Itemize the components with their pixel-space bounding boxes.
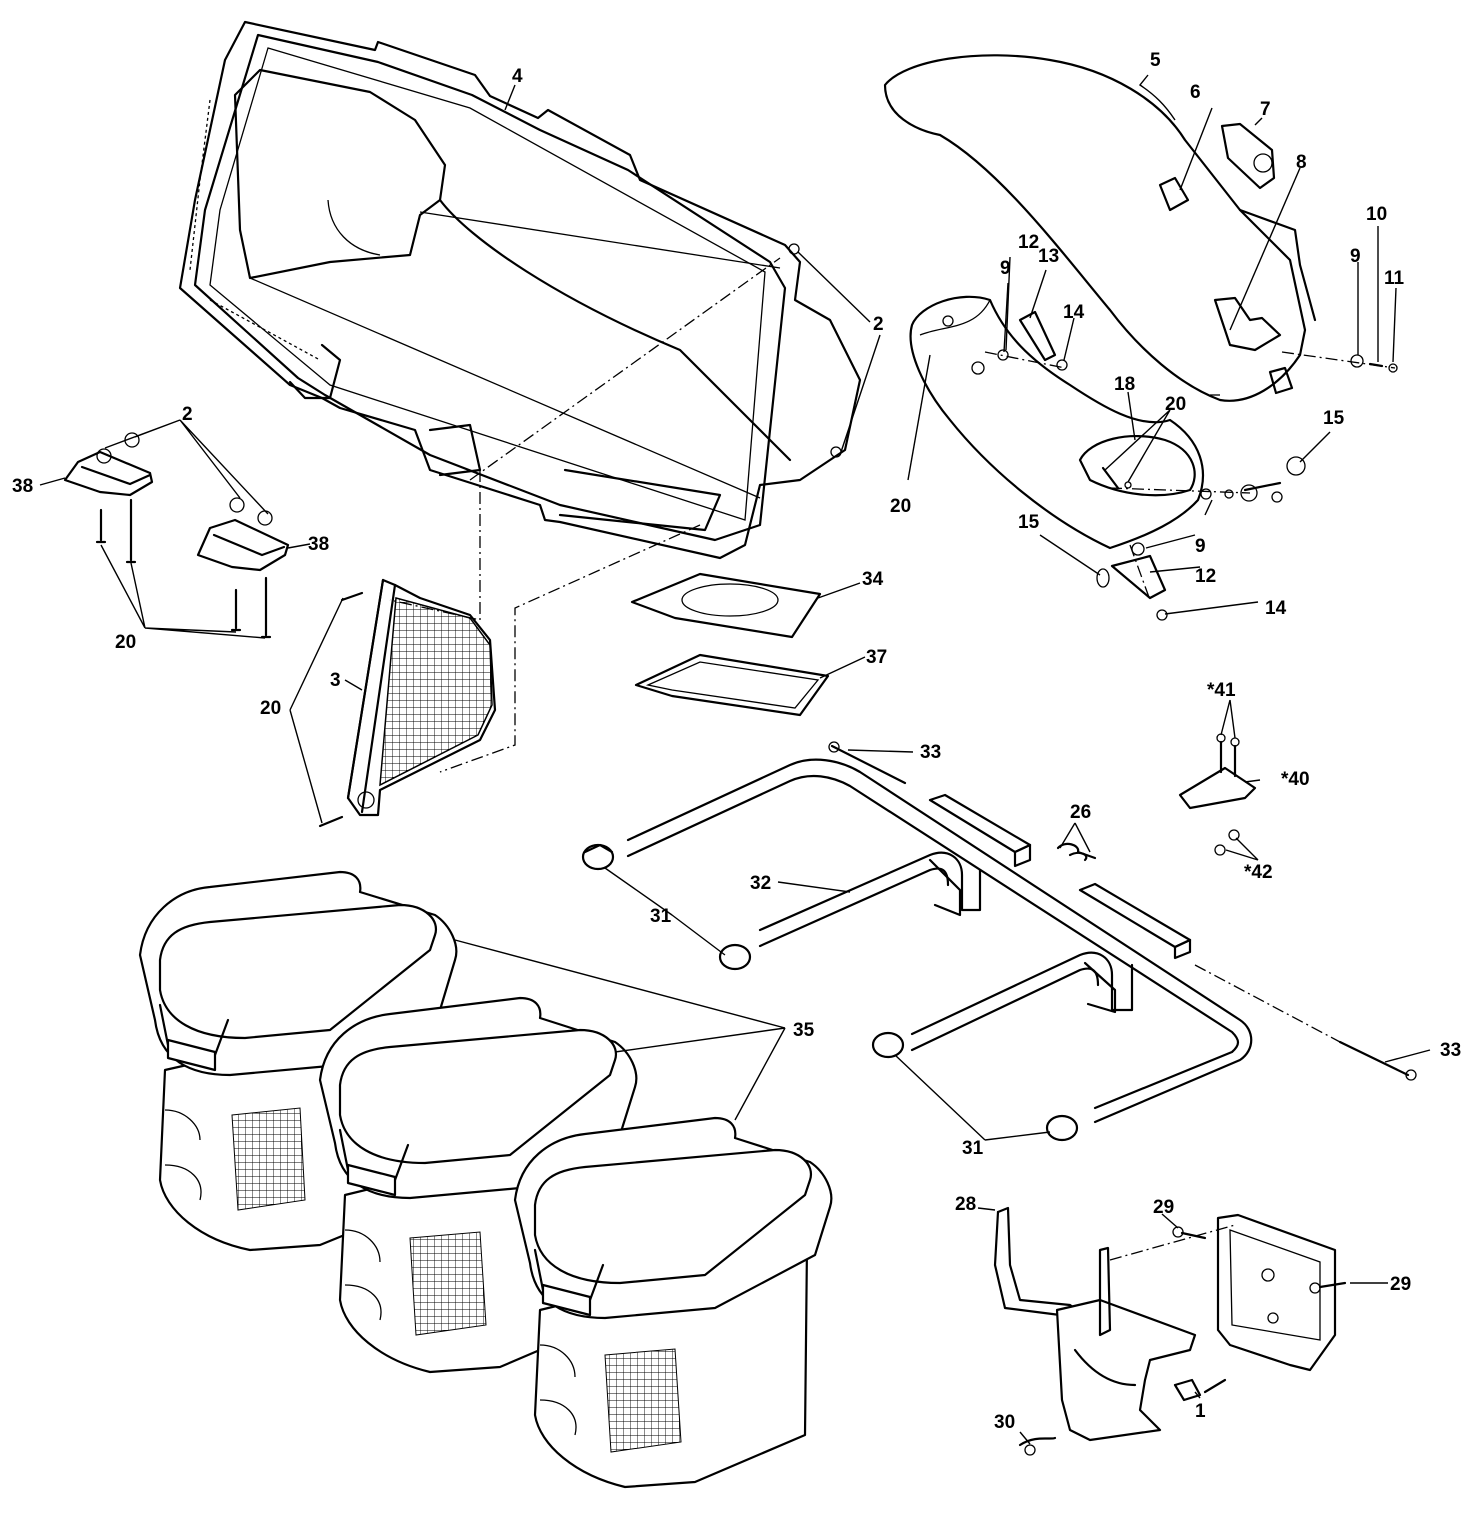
catcher-screen-part — [318, 578, 497, 828]
callout-9: 9 — [1000, 258, 1011, 279]
callout-labels: 4 2 2 38 38 20 20 3 5 6 7 8 10 9 11 12 1… — [12, 50, 1461, 1433]
callout-20: 20 — [260, 698, 281, 719]
callout-14: 14 — [1265, 598, 1287, 619]
callout-7: 7 — [1260, 99, 1271, 120]
callout-20: 20 — [115, 632, 136, 653]
deflector-part — [909, 295, 1306, 621]
bag-frame-part — [626, 758, 1253, 1124]
callout-31: 31 — [962, 1138, 984, 1159]
frame-37-part — [634, 653, 830, 717]
hitch-part — [993, 1206, 1347, 1456]
callout-12: 12 — [1195, 566, 1216, 587]
callout-1: 1 — [1195, 1401, 1206, 1422]
callout-2: 2 — [182, 404, 193, 425]
callout-9: 9 — [1350, 246, 1361, 267]
callout-38: 38 — [12, 476, 33, 497]
callout-6: 6 — [1190, 82, 1201, 103]
discharge-chute-part — [883, 54, 1317, 402]
callout-13: 13 — [1038, 246, 1059, 267]
callout-4: 4 — [512, 66, 523, 87]
callout-29: 29 — [1390, 1274, 1411, 1295]
callout-15: 15 — [1323, 408, 1345, 429]
chute-hardware — [1220, 122, 1398, 373]
callout-14: 14 — [1063, 302, 1085, 323]
callout-35: 35 — [793, 1020, 815, 1041]
bag-right-part — [513, 1116, 833, 1489]
callout-40: *40 — [1281, 769, 1310, 790]
callout-37: 37 — [866, 647, 887, 668]
callout-41: *41 — [1207, 680, 1236, 701]
rods-33-part — [828, 741, 1417, 1081]
callout-20: 20 — [1165, 394, 1186, 415]
callout-2: 2 — [873, 314, 884, 335]
callout-28: 28 — [955, 1194, 976, 1215]
brackets-part — [63, 432, 290, 639]
callout-30: 30 — [994, 1412, 1015, 1433]
callout-33: 33 — [1440, 1040, 1461, 1061]
callout-9: 9 — [1195, 536, 1206, 557]
callout-10: 10 — [1366, 204, 1387, 225]
callout-34: 34 — [862, 569, 884, 590]
callout-42: *42 — [1244, 862, 1273, 883]
callout-31: 31 — [650, 906, 672, 927]
callout-8: 8 — [1296, 152, 1307, 173]
gasket-34-part — [630, 572, 822, 639]
callout-26: 26 — [1070, 802, 1091, 823]
callout-5: 5 — [1150, 50, 1161, 71]
bracket-40-part — [1178, 733, 1257, 856]
callout-20: 20 — [890, 496, 911, 517]
callout-18: 18 — [1114, 374, 1135, 395]
callout-33: 33 — [920, 742, 941, 763]
callout-29: 29 — [1153, 1197, 1174, 1218]
callout-11: 11 — [1384, 268, 1405, 289]
callout-3: 3 — [330, 670, 341, 691]
caps-31-part — [581, 843, 1079, 1142]
callout-15: 15 — [1018, 512, 1040, 533]
callout-32: 32 — [750, 873, 771, 894]
callout-12: 12 — [1018, 232, 1039, 253]
catcher-lid-part — [178, 20, 862, 560]
callout-38: 38 — [308, 534, 329, 555]
leader-lines — [39, 74, 1431, 1445]
